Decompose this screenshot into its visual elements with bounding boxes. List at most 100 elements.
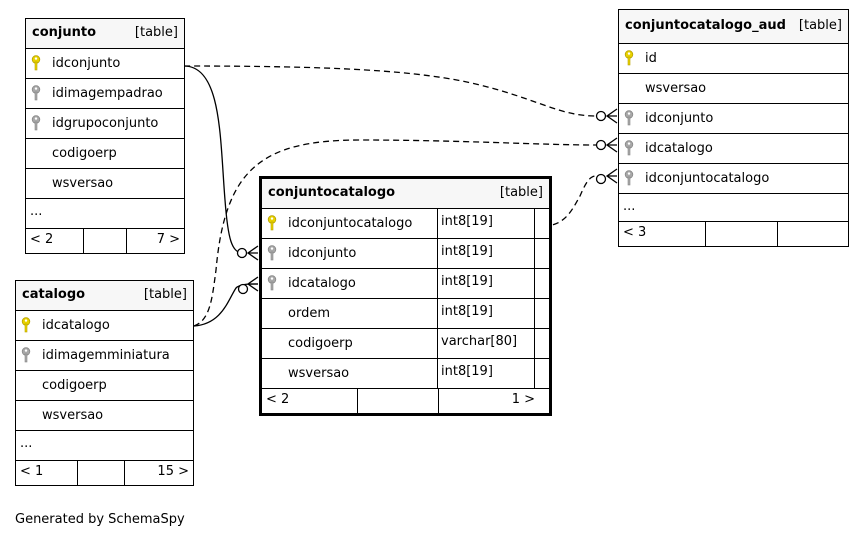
table-footer: < 2 7 > [26,229,184,253]
column-row[interactable]: codigoerp [26,139,184,169]
column-row[interactable]: idconjuntocatalogo [619,164,848,194]
column-name: id [645,51,657,66]
link-conjunto-aud [183,65,597,117]
column-name: idimagempadrao [52,86,163,101]
column-row[interactable]: id [619,44,848,74]
table-header: catalogo [table] [16,281,193,311]
column-type: int8[19] [437,299,535,328]
footer-spacer [777,222,848,246]
column-row[interactable]: idimagempadrao [26,79,184,109]
table-conjunto[interactable]: conjunto [table] idconjunto idimagempadra… [25,18,185,254]
column-gutter [534,209,549,238]
footer-spacer [357,389,438,413]
table-footer: < 3 [619,222,848,246]
column-name: idimagemminiatura [42,348,170,363]
column-name: idcatalogo [288,276,356,291]
table-catalogo[interactable]: catalogo [table] idcatalogo idimagemminia… [15,280,194,486]
column-row[interactable]: ordem int8[19] [262,299,549,329]
column-name: idconjunto [288,246,357,261]
column-row[interactable]: idimagemminiatura [16,341,193,371]
table-tag: [table] [143,287,187,302]
column-row[interactable]: idcatalogo [619,134,848,164]
children-count[interactable]: 7 > [126,229,184,253]
column-name: codigoerp [52,146,117,161]
column-type: varchar[80] [437,329,535,358]
column-row[interactable]: codigoerp [16,371,193,401]
column-row[interactable]: idcatalogo [16,311,193,341]
column-row[interactable]: wsversao [619,74,848,104]
table-name: catalogo [22,287,86,302]
footer-spacer [705,222,777,246]
table-header: conjuntocatalogo_aud [table] [619,10,848,44]
primary-key-icon [30,55,42,71]
column-name: idcatalogo [42,318,110,333]
footer-spacer [77,461,124,485]
children-count[interactable]: 15 > [124,461,193,485]
column-name: codigoerp [42,378,107,393]
parents-count[interactable]: < 3 [623,225,647,240]
table-tag: [table] [134,25,178,40]
table-name: conjunto [32,25,97,40]
primary-key-icon [20,317,32,333]
column-name: idconjuntocatalogo [288,216,413,231]
column-gutter [534,329,549,358]
column-gutter [534,239,549,268]
column-gutter [534,299,549,328]
link-catalogo-aud [193,139,597,327]
parents-count[interactable]: < 2 [266,392,290,407]
column-type: int8[19] [437,269,535,298]
foreign-key-icon [266,245,278,261]
column-name: idconjunto [52,56,121,71]
link-conjunto-conjuntocatalogo [183,65,243,254]
table-footer: < 1 15 > [16,461,193,485]
column-name: idcatalogo [645,141,713,156]
foreign-key-icon [30,85,42,101]
foreign-key-icon [623,170,635,186]
parents-count[interactable]: < 1 [20,464,44,479]
more-columns: ... [26,199,184,229]
table-conjuntocatalogo[interactable]: conjuntocatalogo [table] idconjuntocatal… [259,176,552,416]
column-name: wsversao [288,366,350,381]
column-type: int8[19] [437,359,535,388]
table-conjuntocatalogo-aud[interactable]: conjuntocatalogo_aud [table] id wsversao i… [618,9,849,247]
column-row[interactable]: idconjunto [26,49,184,79]
column-type: int8[19] [437,239,535,268]
column-row[interactable]: wsversao [26,169,184,199]
table-name: conjuntocatalogo_aud [625,18,786,33]
foreign-key-icon [20,347,32,363]
foreign-key-icon [30,115,42,131]
column-name: idgrupoconjunto [52,116,159,131]
column-row[interactable]: idconjunto int8[19] [262,239,549,269]
table-footer: < 2 1 > [262,389,549,413]
column-gutter [534,269,549,298]
column-row[interactable]: wsversao [16,401,193,431]
primary-key-icon [266,215,278,231]
parents-count[interactable]: < 2 [30,232,54,247]
generated-by-label: Generated by SchemaSpy [15,512,185,527]
column-row[interactable]: wsversao int8[19] [262,359,549,389]
foreign-key-icon [266,275,278,291]
column-row[interactable]: idcatalogo int8[19] [262,269,549,299]
column-row[interactable]: idgrupoconjunto [26,109,184,139]
column-row[interactable]: codigoerp varchar[80] [262,329,549,359]
column-name: wsversao [645,81,707,96]
column-name: idconjuntocatalogo [645,171,770,186]
link-conjuntocatalogo-aud [542,175,597,227]
column-name: ordem [288,306,330,321]
column-name: codigoerp [288,336,353,351]
column-name: idconjunto [645,111,714,126]
table-header: conjuntocatalogo [table] [262,179,549,209]
footer-spacer [83,229,126,253]
children-count[interactable]: 1 > [438,389,549,413]
column-row[interactable]: idconjunto [619,104,848,134]
table-tag: [table] [798,18,842,33]
column-name: wsversao [42,408,104,423]
more-columns: ... [619,194,848,222]
foreign-key-icon [623,110,635,126]
foreign-key-icon [623,140,635,156]
table-tag: [table] [499,185,543,200]
column-name: wsversao [52,176,114,191]
more-columns: ... [16,431,193,461]
